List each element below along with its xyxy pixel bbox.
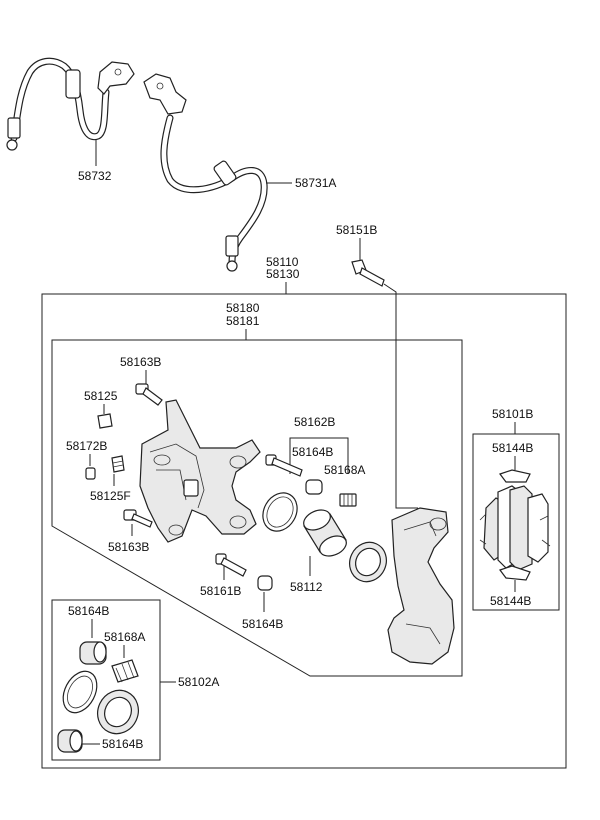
label-kit-spring: 58168A bbox=[104, 630, 145, 644]
shim-top-part[interactable] bbox=[499, 469, 531, 483]
piston-seal-part[interactable] bbox=[256, 487, 304, 538]
piston-boot-part[interactable] bbox=[343, 536, 393, 587]
brake-hose-right[interactable] bbox=[143, 73, 268, 272]
label-hose-right: 58731A bbox=[295, 176, 336, 190]
bracket-seal-kit-group bbox=[289, 437, 349, 474]
shim-bottom-part[interactable] bbox=[499, 565, 531, 581]
boot-upper-part[interactable] bbox=[305, 479, 323, 495]
label-shim-top: 58144B bbox=[492, 441, 533, 455]
label-bleeder-boot: 58172B bbox=[66, 439, 107, 453]
caliper-group-frame bbox=[51, 339, 463, 677]
bleeder-screw-part[interactable] bbox=[111, 455, 125, 473]
label-bleeder-screw: 58125F bbox=[90, 489, 131, 503]
label-guide-bolt-top: 58163B bbox=[120, 355, 161, 369]
boot-lower-part[interactable] bbox=[257, 575, 273, 591]
piston-part[interactable] bbox=[301, 506, 350, 560]
bleeder-cap-part[interactable] bbox=[97, 413, 113, 429]
pad-kit-frame bbox=[472, 433, 560, 611]
label-shim-bottom: 58144B bbox=[490, 594, 531, 608]
pin-upper-part[interactable] bbox=[265, 454, 303, 477]
label-caliper-assy-2: 58130 bbox=[266, 267, 300, 281]
brake-pads-part[interactable] bbox=[479, 485, 551, 571]
label-hose-left: 58732 bbox=[78, 169, 112, 183]
caliper-carrier-part[interactable] bbox=[387, 507, 455, 665]
label-kit-code: 58102A bbox=[178, 675, 219, 689]
label-spring-upper: 58168A bbox=[324, 463, 365, 477]
guide-bolt-bottom-part[interactable] bbox=[123, 509, 153, 528]
repair-kit-frame bbox=[51, 599, 161, 761]
spring-upper-part[interactable] bbox=[339, 493, 357, 507]
label-caliper-assy-1: 58110 bbox=[266, 255, 299, 269]
label-carrier-1: 58180 bbox=[226, 301, 260, 315]
label-kit-boot-top: 58164B bbox=[68, 604, 109, 618]
label-carrier-2: 58181 bbox=[226, 314, 260, 328]
label-pad-kit: 58101B bbox=[492, 407, 533, 421]
label-guide-bolt-bottom: 58163B bbox=[108, 540, 149, 554]
caliper-housing-part[interactable] bbox=[139, 399, 261, 543]
label-pin-bolt: 58161B bbox=[200, 584, 241, 598]
bolt-top-part[interactable] bbox=[351, 259, 385, 287]
kit-spring-part[interactable] bbox=[111, 659, 139, 683]
label-boot-upper: 58164B bbox=[292, 445, 333, 459]
label-bolt-top: 58151B bbox=[336, 223, 377, 237]
caliper-assembly-frame bbox=[41, 293, 567, 769]
kit-boot-bottom-part[interactable] bbox=[57, 729, 83, 753]
kit-dust-boot-part[interactable] bbox=[91, 684, 146, 741]
label-kit-boot-bottom: 58164B bbox=[102, 737, 143, 751]
label-bleeder-cap: 58125 bbox=[84, 389, 118, 403]
kit-seal-part[interactable] bbox=[56, 666, 103, 719]
leader-bolt-to-caliper bbox=[383, 283, 418, 509]
kit-boot-top-part[interactable] bbox=[79, 641, 107, 665]
bleeder-boot-part[interactable] bbox=[85, 467, 96, 480]
label-piston: 58112 bbox=[290, 580, 323, 594]
brake-hose-left[interactable] bbox=[6, 57, 135, 151]
pin-bolt-part[interactable] bbox=[215, 553, 247, 577]
guide-bolt-top-part[interactable] bbox=[135, 383, 163, 406]
label-boot-lower: 58164B bbox=[242, 617, 283, 631]
label-seal-kit-group: 58162B bbox=[294, 415, 335, 429]
